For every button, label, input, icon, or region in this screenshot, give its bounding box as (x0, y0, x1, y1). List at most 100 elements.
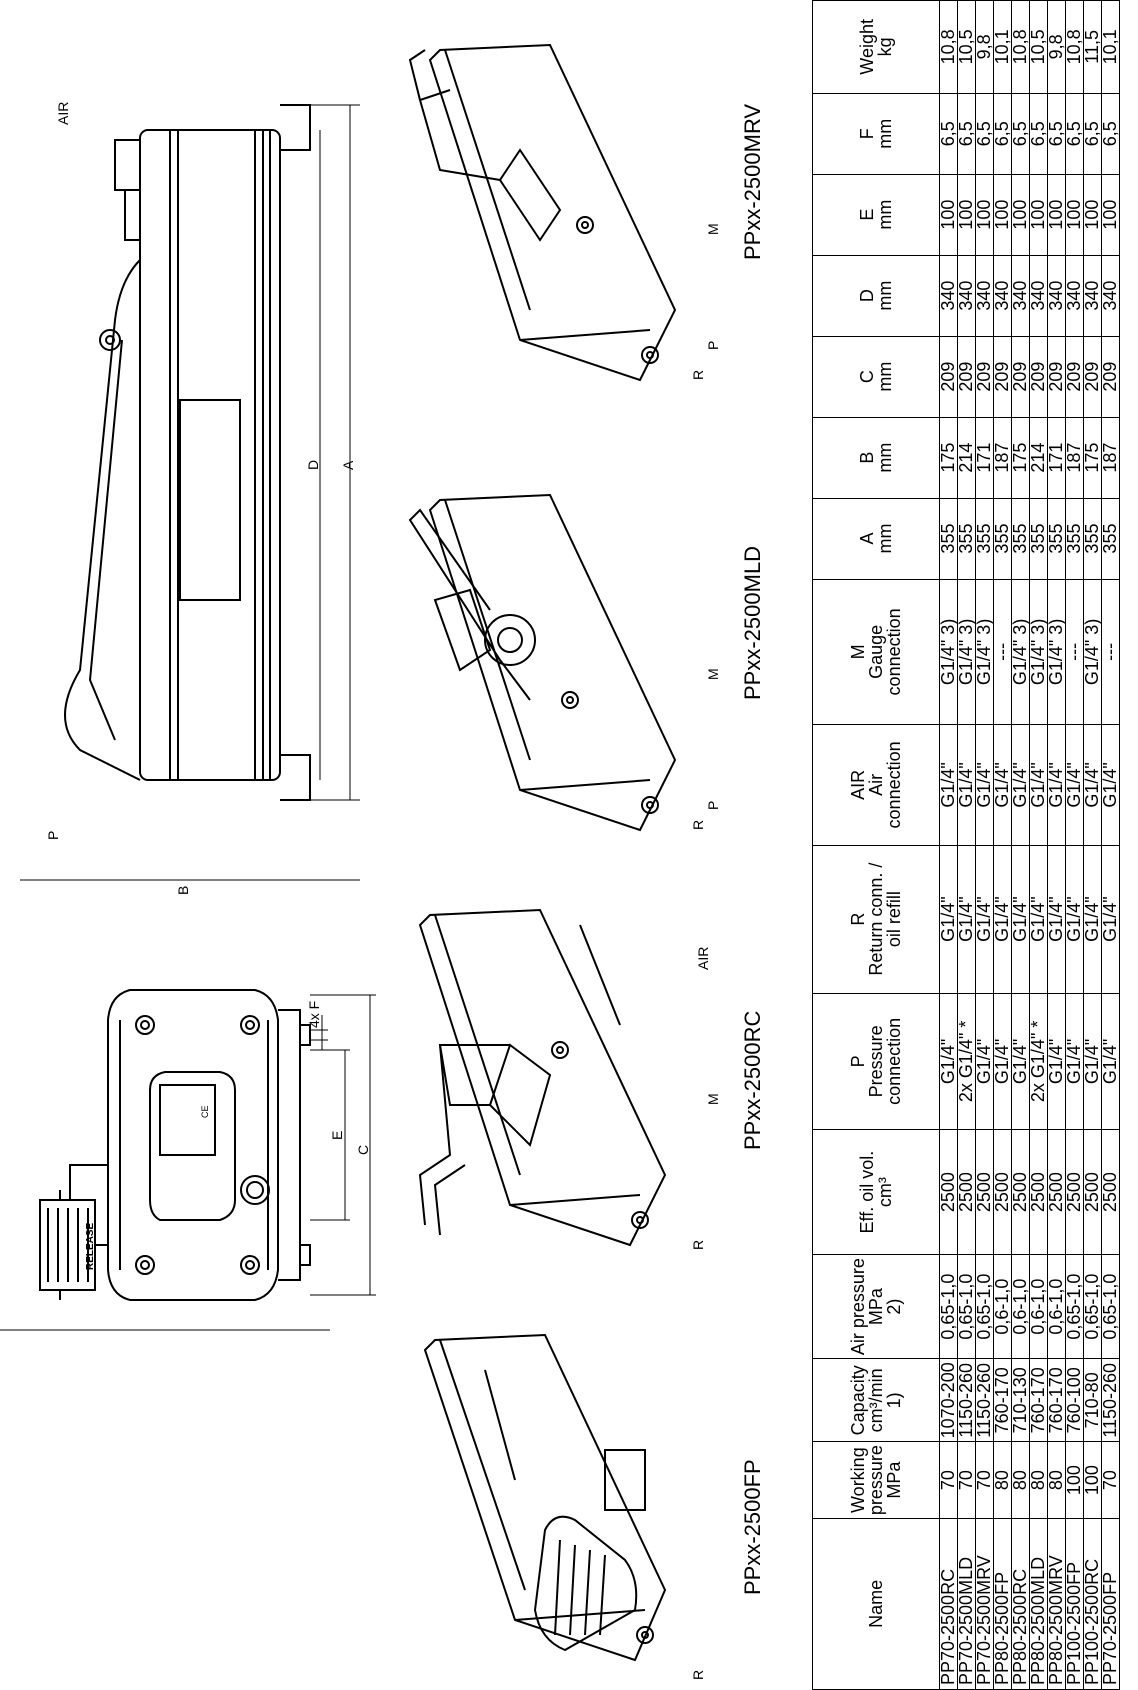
table-cell: 355 (975, 498, 994, 580)
table-cell: 10,5 (957, 0, 976, 94)
table-cell: 6,5 (1083, 93, 1102, 175)
table-cell: 209 (975, 336, 994, 418)
table-cell: 6,5 (1047, 93, 1066, 175)
column-header-line: Eff. oil vol. (857, 1150, 877, 1234)
table-cell: 209 (1029, 336, 1048, 418)
column-header-line: Name (866, 1579, 886, 1628)
table-cell: 9,8 (975, 0, 994, 94)
table-cell: 171 (975, 417, 994, 499)
column-header-line: mm (875, 523, 895, 554)
table-cell: G1/4" 3) (1047, 579, 1066, 725)
table-cell: 1150-260 (975, 1358, 994, 1442)
table-cell: 2500 (1065, 1129, 1084, 1255)
column-header-line: pressure (866, 1445, 886, 1516)
dimension-d: D (305, 459, 321, 470)
table-cell: 340 (975, 255, 994, 337)
pump-mld-label-p: P (705, 800, 721, 810)
table-cell: 70 (1101, 1441, 1120, 1519)
table-cell: G1/4" (993, 724, 1012, 846)
table-cell-name: PP80-2500FP (993, 1518, 1012, 1690)
pump-mrv-label-m: M (705, 223, 721, 235)
front-view-drawing (0, 989, 330, 1331)
table-cell: 100 (1083, 1441, 1102, 1519)
table-cell: 70 (939, 1441, 958, 1519)
table-cell: G1/4" (1083, 993, 1102, 1130)
front-label-release: RELEASE (85, 1222, 96, 1270)
table-cell: 0,6-1,0 (993, 1254, 1012, 1359)
table-cell: 175 (1011, 417, 1030, 499)
table-cell: 0,65-1,0 (1065, 1254, 1084, 1359)
table-cell: 340 (1047, 255, 1066, 337)
table-cell: 10,1 (1101, 0, 1120, 94)
table-cell: 355 (1101, 498, 1120, 580)
table-cell: 340 (1101, 255, 1120, 337)
table-cell: 100 (1011, 174, 1030, 256)
column-header-line: 1) (884, 1392, 904, 1409)
table-cell: 760-170 (1047, 1358, 1066, 1442)
column-header-line: Pressure (866, 1025, 886, 1098)
table-cell: G1/4" (1047, 845, 1066, 994)
table-cell: 10,8 (1011, 0, 1030, 94)
table-cell: 9,8 (1047, 0, 1066, 94)
column-header-line: connection (884, 741, 904, 829)
table-cell: 760-100 (1065, 1358, 1084, 1442)
table-cell: 175 (1083, 417, 1102, 499)
table-cell: 6,5 (975, 93, 994, 175)
table-cell-name: PP70-2500MRV (975, 1518, 994, 1690)
table-cell: 6,5 (939, 93, 958, 175)
pump-mld-iso-drawing (408, 493, 677, 832)
table-cell: G1/4" (975, 724, 994, 846)
column-header-line: mm (875, 361, 895, 392)
table-cell-name: PP100-2500FP (1065, 1518, 1084, 1690)
table-cell: 340 (1083, 255, 1102, 337)
pump-mld-label-r: R (690, 819, 706, 830)
pump-mrv-label-r: R (690, 369, 706, 380)
table-cell: 0,65-1,0 (957, 1254, 976, 1359)
table-cell-name: PP80-2500RC (1011, 1518, 1030, 1690)
table-cell: 100 (1065, 1441, 1084, 1519)
column-header-line: cm³/min (866, 1368, 886, 1433)
table-cell: 355 (1029, 498, 1048, 580)
table-cell: 6,5 (993, 93, 1012, 175)
table-cell: 10,8 (939, 0, 958, 94)
table-cell: 100 (1065, 174, 1084, 256)
table-cell: G1/4" (1011, 845, 1030, 994)
table-cell: 6,5 (1029, 93, 1048, 175)
table-cell: 1150-260 (1101, 1358, 1120, 1442)
table-cell: 10,5 (1029, 0, 1048, 94)
table-cell: 355 (957, 498, 976, 580)
table-cell: 2500 (975, 1129, 994, 1255)
table-cell: 2500 (939, 1129, 958, 1255)
table-cell: 340 (1029, 255, 1048, 337)
table-cell: 340 (993, 255, 1012, 337)
table-cell: --- (1101, 579, 1120, 725)
table-cell: 209 (1083, 336, 1102, 418)
table-cell: 0,6-1,0 (1011, 1254, 1030, 1359)
table-cell: 209 (939, 336, 958, 418)
table-cell: 2x G1/4" * (1029, 993, 1048, 1130)
table-cell: G1/4" 3) (939, 579, 958, 725)
table-cell: 340 (1065, 255, 1084, 337)
pump-mrv-label-p: P (705, 340, 721, 350)
table-cell: G1/4" (1065, 993, 1084, 1130)
column-header-line: R (848, 912, 868, 926)
column-header-line: Air (866, 773, 886, 796)
table-cell: G1/4" (1065, 845, 1084, 994)
table-cell: 355 (1065, 498, 1084, 580)
table-cell: 340 (1011, 255, 1030, 337)
table-cell: 355 (1083, 498, 1102, 580)
table-cell: G1/4" 3) (957, 579, 976, 725)
table-cell: 355 (1047, 498, 1066, 580)
table-cell: 355 (993, 498, 1012, 580)
